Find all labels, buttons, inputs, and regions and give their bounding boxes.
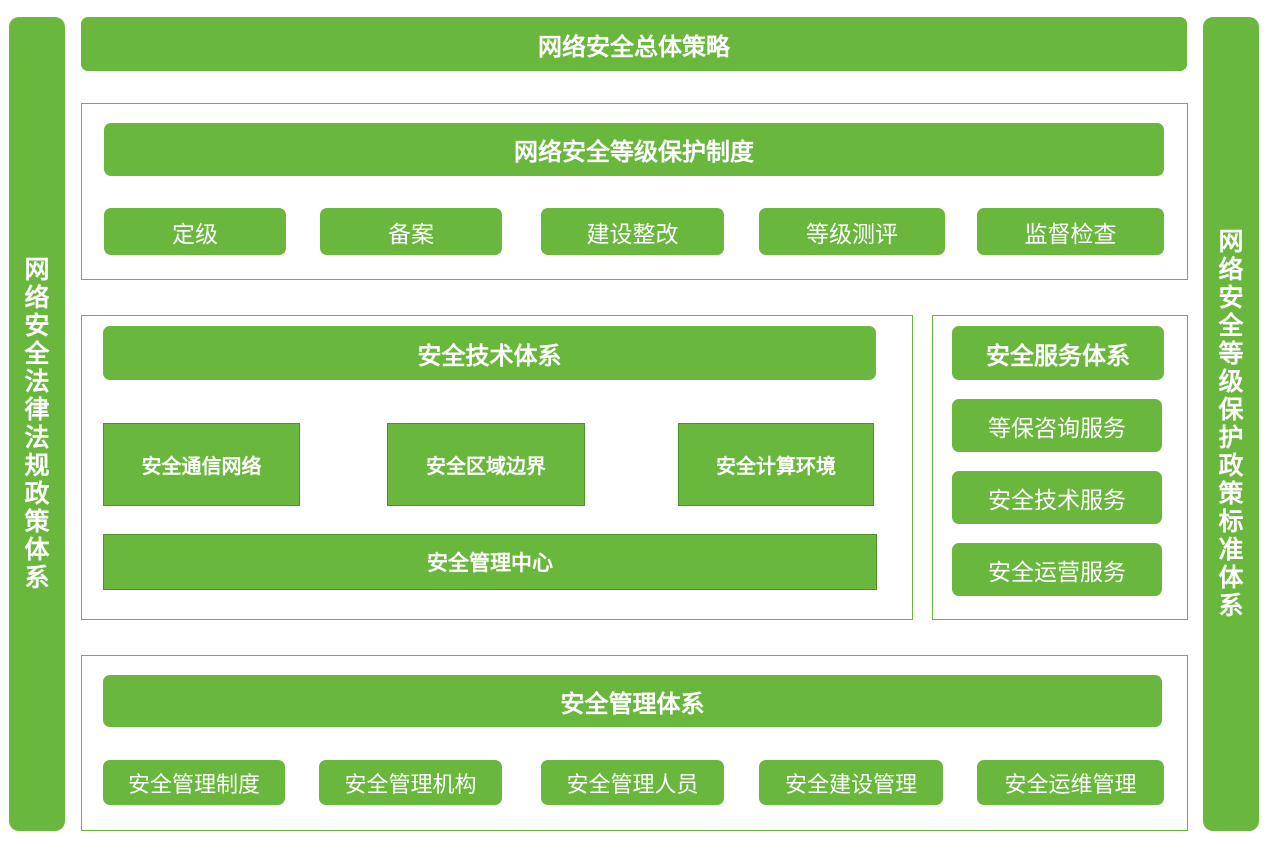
secure-area-boundary: 安全区域边界 — [387, 423, 585, 506]
left-pillar-legal-policy-system: 网络安全法律法规政策体系 — [9, 17, 65, 831]
technical-system-title: 安全技术体系 — [103, 326, 876, 380]
secure-computing-environment: 安全计算环境 — [678, 423, 874, 506]
protection-system-title: 网络安全等级保护制度 — [104, 123, 1164, 176]
left-pillar-label: 网络安全法律法规政策体系 — [24, 255, 50, 592]
step-supervision-inspection: 监督检查 — [977, 208, 1164, 255]
management-item-construction: 安全建设管理 — [759, 760, 943, 805]
step-filing: 备案 — [320, 208, 502, 255]
management-item-personnel: 安全管理人员 — [541, 760, 724, 805]
step-level-evaluation: 等级测评 — [759, 208, 945, 255]
service-item-operation-service: 安全运营服务 — [952, 543, 1162, 596]
service-system-title: 安全服务体系 — [952, 326, 1164, 380]
management-item-policies: 安全管理制度 — [103, 760, 285, 805]
management-item-organization: 安全管理机构 — [319, 760, 502, 805]
service-item-technical-service: 安全技术服务 — [952, 471, 1162, 524]
service-item-compliance-consulting: 等保咨询服务 — [952, 399, 1162, 452]
step-grading: 定级 — [104, 208, 286, 255]
management-system-title: 安全管理体系 — [103, 675, 1162, 727]
right-pillar-protection-standard-system: 网络安全等级保护政策标准体系 — [1203, 17, 1259, 831]
right-pillar-label: 网络安全等级保护政策标准体系 — [1218, 227, 1244, 620]
step-construction-rectification: 建设整改 — [541, 208, 724, 255]
overall-strategy-bar: 网络安全总体策略 — [81, 17, 1187, 71]
management-item-operations: 安全运维管理 — [977, 760, 1164, 805]
secure-communication-network: 安全通信网络 — [103, 423, 300, 506]
security-management-center: 安全管理中心 — [103, 534, 877, 590]
